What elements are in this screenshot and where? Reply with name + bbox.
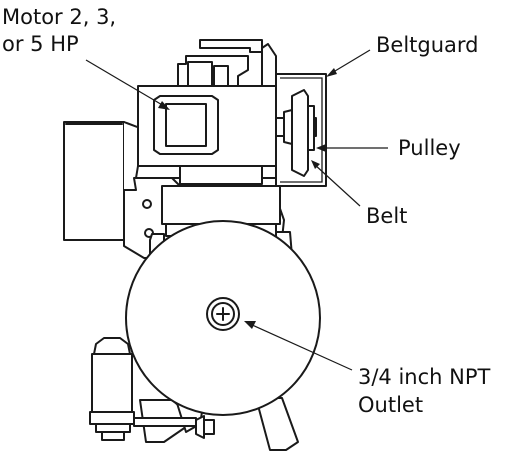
outlet-label-line1: 3/4 inch NPT	[358, 365, 491, 389]
pulley-label: Pulley	[398, 136, 461, 160]
motor-arrowhead	[158, 101, 170, 110]
motor-top	[177, 39, 277, 87]
beltguard-leader	[329, 49, 371, 75]
beltguard-label: Beltguard	[376, 33, 479, 57]
outlet-label-line2: Outlet	[358, 393, 424, 417]
motor-body	[135, 85, 279, 179]
leader-lines	[85, 49, 388, 371]
outlet-arrowhead	[244, 321, 256, 329]
drain-assembly	[89, 337, 215, 441]
motor-label-line1: Motor 2, 3,	[2, 5, 117, 29]
pulley-arrowhead	[316, 144, 326, 152]
belt-arrowhead	[311, 160, 320, 169]
motor-leader	[85, 59, 165, 107]
motor-label-line2: or 5 HP	[2, 32, 79, 56]
beltguard-arrowhead	[326, 68, 337, 77]
tank	[125, 220, 321, 416]
belt-label: Belt	[366, 204, 408, 228]
belt-leader	[313, 163, 361, 207]
drive-assembly	[275, 73, 327, 187]
outlet-leader	[249, 323, 353, 371]
